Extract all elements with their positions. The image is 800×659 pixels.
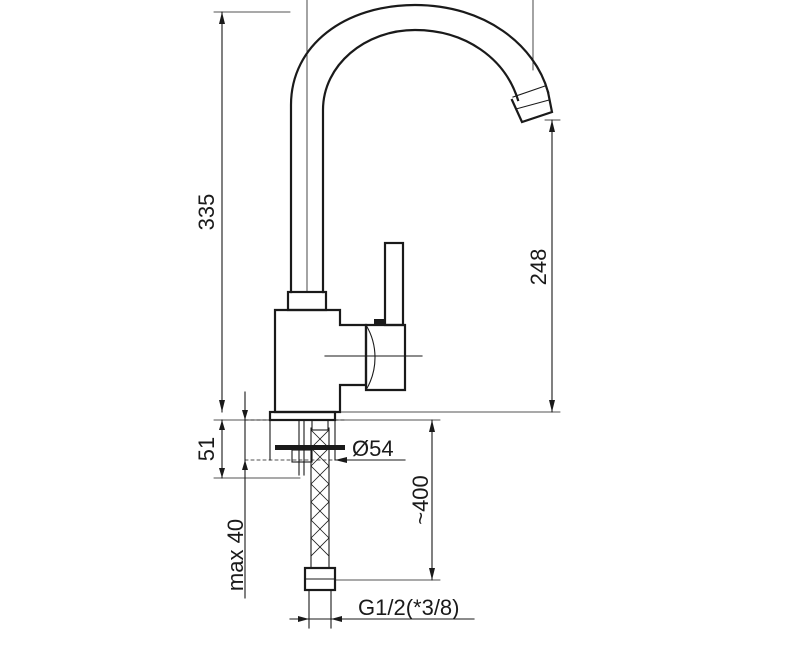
dim-thread-arrow-left [298,616,309,622]
base-outline-below [269,419,336,461]
dim-335-arrow-top [219,12,225,24]
lever-pin [374,319,384,325]
spout-tip [510,90,554,124]
dim-248-arrow-top [549,120,555,132]
dim-248-label: 248 [526,249,551,286]
spout-collar [286,290,328,312]
flexible-hose [303,419,337,629]
dim-248-arrow-bottom [549,400,555,412]
dim-400-arrow-bottom [429,568,435,580]
dim-335-arrow-bottom [219,400,225,412]
spout-outer-curve [289,3,550,294]
dim-51-arrow-top [219,420,225,430]
cartridge-arc [365,324,376,391]
faucet-outline [268,3,554,422]
dim-54-arrow [335,457,347,463]
dim-400-arrow-top [429,420,435,432]
main-body [273,308,368,414]
base-plate [268,410,337,422]
spout-inner-curve [321,28,520,294]
hose-braid-b [310,429,330,557]
cartridge-block [364,323,407,392]
dim-max40-arrow-top [242,410,248,420]
dim-thread-arrow-right [331,616,342,622]
hose-top-fitting [311,419,329,431]
dim-max40-arrow-bottom [242,460,248,470]
dim-51-arrow-bottom [219,468,225,478]
dim-51-label: 51 [194,437,219,461]
dim-max40-label: max 40 [223,519,248,591]
dim-400-label: ~400 [408,475,433,525]
dim-54-label: Ø54 [352,436,394,461]
fixing-plate [275,445,345,450]
lever-handle [383,241,405,327]
spout-tip-band [512,85,550,110]
dimension-lines: 335 248 51 max 40 ~400 Ø54 [194,0,561,622]
dim-335-label: 335 [194,194,219,231]
fixing-nut [291,449,313,463]
mounting-assembly [244,419,346,476]
dim-thread-label: G1/2(*3/8) [358,595,460,620]
